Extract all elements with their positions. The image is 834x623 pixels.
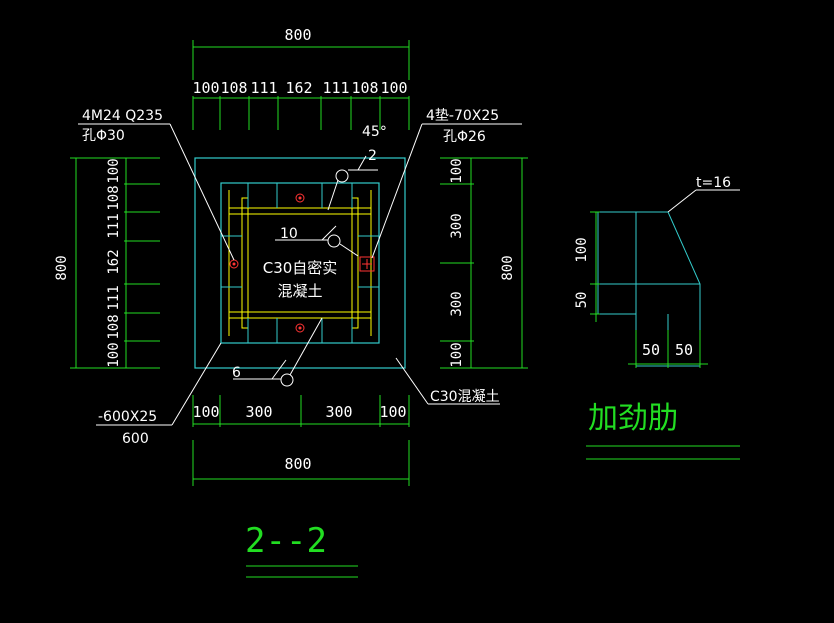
rib-height-dim-1: 100 [574,237,590,262]
top-overall-dim: 800 [284,26,311,44]
stiffener-plates [228,190,372,336]
top-dim-3: 111 [250,79,277,97]
rib-thickness-label: t=16 [696,175,731,191]
plate-note-line1: -600X25 [98,409,157,425]
top-dimension-group: 800 100 108 111 162 111 108 100 [192,26,410,130]
bolt-top [295,193,305,203]
steel-tube [220,182,380,344]
washer-note-line1: 4垫-70X25 [426,108,499,124]
left-dim-2: 108 [106,185,122,210]
section-title-group: 2--2 [245,521,358,578]
rib-width-dim-1: 50 [642,341,660,359]
bottom-dim-1: 100 [192,403,219,421]
bottom-dimension-group: 100 300 300 100 800 [192,395,410,486]
bolt-note-line1: 4M24 Q235 [82,108,163,124]
left-dim-4: 162 [106,249,122,274]
rib-lines [221,183,379,343]
top-dim-1: 100 [192,79,219,97]
bottom-dim-3: 300 [325,403,352,421]
section-plan: C30自密实 混凝土 [194,157,406,369]
left-dim-3: 111 [106,213,122,238]
bolt-right-washer [359,256,375,272]
detail-title: 加劲肋 [588,401,678,436]
outer-concrete-box [194,157,406,369]
top-dim-2: 108 [220,79,247,97]
top-dim-4: 162 [285,79,312,97]
right-dim-4: 100 [449,342,465,367]
right-dim-3: 300 [449,291,465,316]
center-label-1: C30自密实 [263,259,338,277]
angle-label: 45° [362,124,387,140]
left-dim-1: 100 [106,158,122,183]
anchor-bolts [229,193,375,333]
bottom-dim-2: 300 [245,403,272,421]
plate-note-line2: 600 [122,431,149,447]
right-dim-2: 300 [449,213,465,238]
bolt-note-line2: 孔Φ30 [82,128,125,144]
left-overall-dim: 800 [54,255,70,280]
right-overall-dim: 800 [500,255,516,280]
bottom-overall-dim: 800 [284,455,311,473]
right-dim-1: 100 [449,158,465,183]
bolt-bottom [295,323,305,333]
left-dim-5: 111 [106,285,122,310]
outer-concrete-label: C30混凝土 [430,389,500,405]
right-dimension-group: 800 100 300 300 100 [440,157,528,369]
top-dim-5: 111 [322,79,349,97]
rib-detail: t=16 100 50 50 50 [574,175,740,368]
left-dimension-group: 800 100 108 111 162 111 108 100 [54,157,160,369]
weld-size-bottom: 6 [232,365,241,381]
detail-title-group: 加劲肋 [586,401,740,460]
rib-width-dim-2: 50 [675,341,693,359]
center-label-2: 混凝土 [277,282,322,300]
left-dim-7: 100 [106,342,122,367]
top-dim-6: 108 [351,79,378,97]
washer-note-line2: 孔Φ26 [443,129,486,145]
section-title: 2--2 [245,521,327,561]
left-dim-6: 108 [106,314,122,339]
weld-size-middle: 10 [280,226,298,242]
top-dim-7: 100 [380,79,407,97]
weld-size-top: 2 [368,148,377,164]
bottom-dim-4: 100 [379,403,406,421]
annotations: 4M24 Q235 孔Φ30 4垫-70X25 孔Φ26 45° 2 10 6 … [78,108,522,447]
rib-height-dim-2: 50 [574,292,590,309]
